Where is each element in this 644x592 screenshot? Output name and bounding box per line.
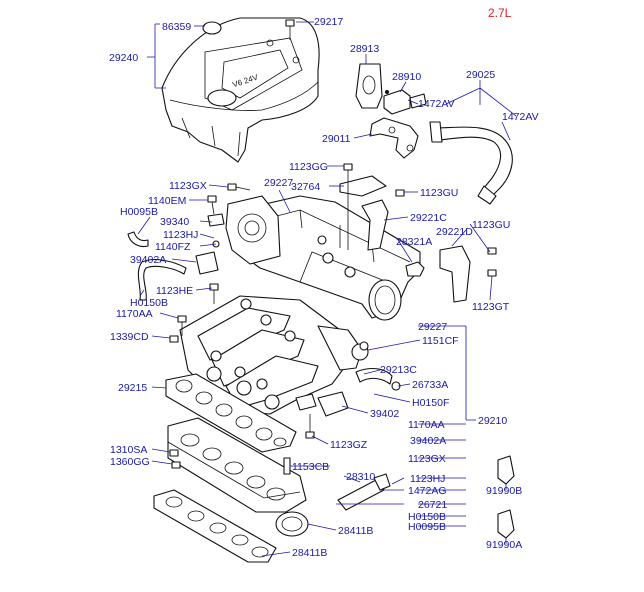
part-label: 39340 (160, 216, 189, 228)
part-label: 1472AV (502, 111, 539, 123)
part-label: 1140FZ (155, 241, 191, 253)
sensor-28321a (405, 261, 425, 277)
part-label: H0150B (408, 511, 446, 523)
part-label: 1123GX (408, 453, 446, 465)
part-label: 28910 (392, 71, 421, 83)
oil-cap-icon (202, 21, 222, 35)
part-label: 1360GG (110, 456, 150, 468)
part-label: 26721 (418, 499, 447, 511)
leader-lines (137, 21, 517, 557)
part-label: 26733A (412, 379, 448, 391)
part-label: 39402A (130, 254, 166, 266)
bracket-29011 (369, 117, 419, 159)
part-label: 29011 (322, 133, 351, 145)
part-label: 1123GT (472, 301, 510, 313)
lower-manifold-runners (179, 295, 369, 415)
part-label: 1170AA (408, 419, 445, 431)
part-label: 1140EM (148, 195, 186, 207)
part-label: 29210 (478, 415, 507, 427)
part-label: 1123GU (420, 187, 458, 199)
part-label: 29025 (466, 69, 495, 81)
part-label: 39402 (370, 408, 399, 420)
gasket-lower (153, 489, 277, 563)
part-label: 29227 (264, 177, 293, 189)
part-label: 1123GU (472, 219, 510, 231)
part-label: 29227 (418, 321, 447, 333)
part-label: 1123HE (156, 285, 193, 297)
part-label: 86359 (162, 21, 191, 33)
bracket-29221c (361, 199, 389, 251)
bracket-32764 (339, 175, 387, 197)
part-label: 1339CD (110, 331, 149, 343)
valve-28910 (383, 89, 427, 115)
part-label: 1472AG (408, 485, 447, 497)
part-label: 1472AV (418, 98, 455, 110)
part-label: 39402A (410, 435, 446, 447)
part-label: 29221C (410, 212, 447, 224)
part-label: H0095B (408, 521, 446, 533)
actuator-28913 (355, 63, 383, 109)
part-label: 1123HJ (163, 229, 198, 241)
throttle-bore (368, 279, 402, 321)
part-label: H0150B (130, 297, 168, 309)
part-label: 32764 (291, 181, 320, 193)
engine-variant-label: 2.7L (488, 6, 512, 20)
hose-29213c (355, 367, 401, 391)
part-label: 1170AA (116, 308, 153, 320)
part-label: 28411B (338, 525, 373, 537)
engine-cover: V6 24V (161, 17, 320, 163)
part-labels: 86359 29217 29240 28913 28910 29025 1472… (109, 16, 539, 559)
part-label: 1123HJ (410, 473, 445, 485)
part-label: 1123GG (289, 161, 328, 173)
part-label: H0150F (412, 397, 449, 409)
gasket-28411b (275, 511, 309, 537)
part-label: 29213C (380, 364, 417, 376)
part-label: 28310 (346, 471, 375, 483)
gasket-upper (165, 373, 297, 453)
brackets-91990 (497, 455, 515, 539)
cover-bolt (285, 19, 295, 40)
bracket-29221d (439, 245, 471, 303)
part-label: H0095B (120, 206, 158, 218)
part-label: 29217 (314, 16, 343, 28)
part-label: 1123GZ (330, 439, 368, 451)
part-label: 1310SA (110, 444, 147, 456)
part-label: 29240 (109, 52, 138, 64)
part-label: 1123GX (169, 180, 207, 192)
breather-hose-29025 (429, 121, 513, 205)
part-label: 91990A (486, 539, 522, 551)
part-label: 91990B (486, 485, 522, 497)
part-label: 28321A (396, 236, 432, 248)
injector-group (210, 298, 296, 390)
part-label: 28411B (292, 547, 327, 559)
lower-intake-block (167, 417, 307, 513)
part-label: 1151CF (422, 335, 459, 347)
part-label: 28913 (350, 43, 379, 55)
part-label: 29215 (118, 382, 147, 394)
left-hoses (127, 213, 225, 301)
vacuum-valve-39402 (295, 391, 349, 417)
part-label: 1153CB (292, 461, 329, 473)
part-label: 29221D (436, 226, 473, 238)
